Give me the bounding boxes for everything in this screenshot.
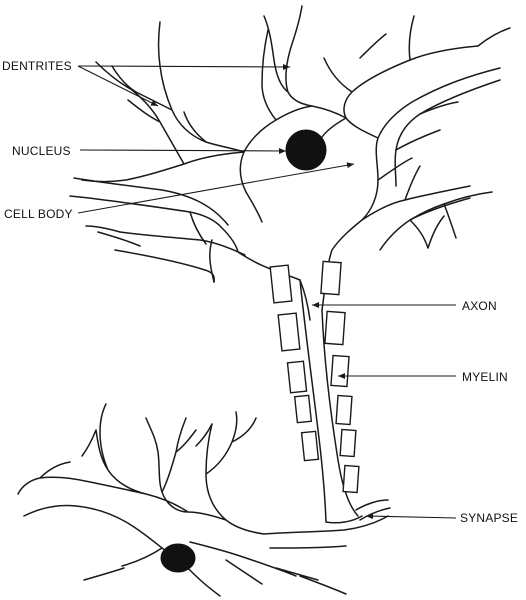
label-synapse: SYNAPSE — [460, 511, 518, 525]
lower-neuron — [17, 403, 389, 597]
leader-lines — [77, 63, 457, 520]
myelin-segment — [335, 394, 353, 426]
myelin-segment — [320, 260, 342, 296]
myelin-segment — [277, 312, 301, 352]
dendrites-arrow-2 — [77, 65, 159, 107]
label-nucleus: NUCLEUS — [12, 144, 71, 158]
myelin-segment — [269, 264, 293, 304]
myelin-segment — [293, 394, 313, 424]
upper-dendrites-left — [81, 89, 245, 283]
myelin-sheath — [269, 260, 360, 494]
nucleus-arrow — [79, 147, 287, 154]
myelin-segment — [342, 464, 360, 494]
myelin-segment — [339, 428, 357, 458]
myelin-segment — [330, 354, 350, 388]
axon-outline — [299, 279, 363, 524]
upper-dendrites-right — [317, 15, 511, 249]
lower-cell-body-outline — [17, 403, 389, 597]
label-dendrites: DENTRITES — [2, 59, 72, 73]
myelin-segment — [300, 430, 320, 462]
label-myelin: MYELIN — [462, 370, 508, 384]
lower-nucleus — [160, 543, 196, 573]
label-cell-body: CELL BODY — [4, 207, 73, 221]
synapse-curves — [355, 499, 391, 521]
cell-body-arrow — [77, 162, 355, 214]
label-axon: AXON — [462, 299, 497, 313]
upper-nucleus — [285, 129, 327, 171]
myelin-segment — [324, 310, 346, 346]
upper-neuron — [69, 5, 511, 524]
synapse-arrow — [365, 513, 457, 520]
dendrites-arrow-1 — [77, 63, 291, 70]
myelin-segment — [286, 360, 308, 394]
labels: DENTRITES NUCLEUS CELL BODY AXON MYELIN … — [2, 59, 518, 525]
